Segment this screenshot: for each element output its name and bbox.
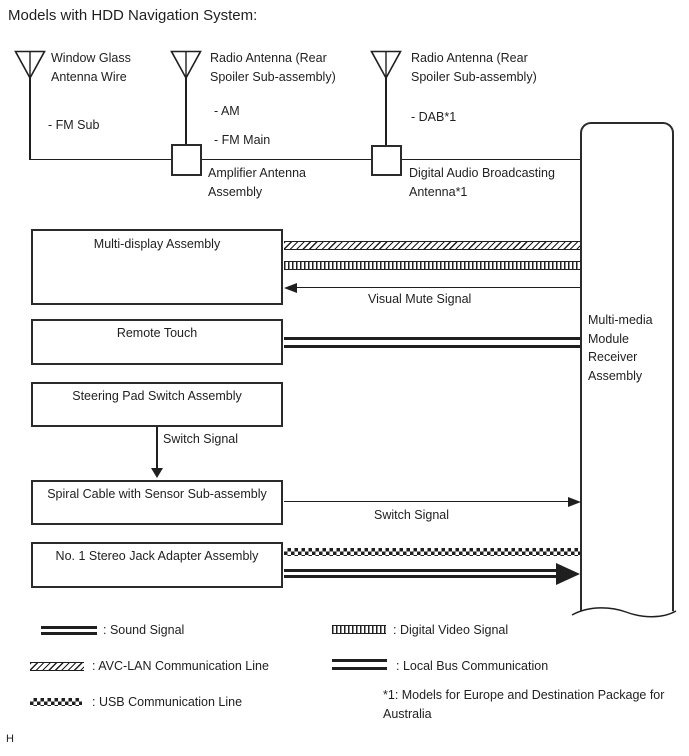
antenna-icon — [14, 50, 46, 80]
antenna3-label: Radio Antenna (Rear Spoiler Sub-assembly… — [411, 51, 537, 84]
switch-signal-down-label: Switch Signal — [163, 432, 239, 446]
antenna2-band-fm: - FM Main — [214, 133, 271, 147]
antenna-icon — [370, 50, 402, 80]
usb-line — [284, 548, 580, 556]
amplifier-antenna-label: Amplifier Antenna Assembly — [208, 166, 306, 199]
legend-digital-video-label: : Digital Video Signal — [393, 623, 509, 637]
footer-mark: H — [6, 733, 14, 745]
switch-signal-down-line — [156, 427, 158, 470]
visual-mute-label: Visual Mute Signal — [368, 292, 472, 306]
legend-avc-lan-swatch — [30, 662, 84, 671]
switch-signal-down-arrowhead — [151, 468, 163, 478]
sound-signal-line — [284, 569, 558, 578]
antenna-icon — [170, 50, 202, 80]
legend-sound-label: : Sound Signal — [103, 623, 185, 637]
steering-pad-box: Steering Pad Switch Assembly — [31, 382, 283, 427]
antenna1-bus-line — [29, 159, 172, 160]
dab-to-receiver-line — [402, 159, 581, 160]
legend-digital-video-swatch — [332, 625, 386, 634]
multi-display-label: Multi-display Assembly — [93, 237, 221, 251]
sound-signal-arrowhead — [556, 563, 580, 585]
antenna1-band: - FM Sub — [48, 118, 100, 132]
switch-signal-right-line — [284, 501, 569, 502]
antenna2-band-am: - AM — [214, 104, 240, 118]
torn-edge — [571, 607, 677, 618]
footnote: *1: Models for Europe and Destination Pa… — [383, 688, 665, 721]
antenna2-feed-line — [185, 78, 187, 144]
visual-mute-line — [294, 287, 580, 288]
visual-mute-arrowhead — [284, 283, 297, 293]
spiral-cable-label: Spiral Cable with Sensor Sub-assembly — [47, 487, 267, 501]
legend-local-bus-swatch — [332, 659, 387, 670]
antenna1-label: Window Glass Antenna Wire — [51, 51, 131, 84]
local-bus-line — [284, 337, 580, 348]
antenna3-feed-line — [385, 78, 387, 145]
dab-antenna-label: Digital Audio Broadcasting Antenna*1 — [409, 166, 555, 199]
antenna3-band-dab: - DAB*1 — [411, 110, 457, 124]
diagram-title: Models with HDD Navigation System: — [8, 7, 258, 24]
digital-video-line — [284, 261, 580, 270]
antenna2-label: Radio Antenna (Rear Spoiler Sub-assembly… — [210, 51, 336, 84]
multi-display-box: Multi-display Assembly — [31, 229, 283, 305]
stereo-jack-label: No. 1 Stereo Jack Adapter Assembly — [55, 549, 259, 563]
legend-usb-swatch — [30, 698, 82, 706]
remote-touch-box: Remote Touch — [31, 319, 283, 365]
legend-avc-lan-label: : AVC-LAN Communication Line — [92, 659, 269, 673]
switch-signal-right-label: Switch Signal — [374, 508, 450, 522]
amp-to-dab-line — [202, 159, 372, 160]
antenna1-feed-line — [29, 78, 31, 160]
remote-touch-label: Remote Touch — [116, 326, 198, 340]
legend-usb-label: : USB Communication Line — [92, 695, 243, 709]
avc-lan-line — [284, 241, 580, 250]
amplifier-antenna-box — [171, 144, 202, 176]
spiral-cable-box: Spiral Cable with Sensor Sub-assembly — [31, 480, 283, 525]
legend-local-bus-label: : Local Bus Communication — [396, 659, 549, 673]
legend-sound-swatch — [41, 626, 97, 635]
dab-antenna-box — [371, 145, 402, 176]
stereo-jack-box: No. 1 Stereo Jack Adapter Assembly — [31, 542, 283, 588]
steering-pad-label: Steering Pad Switch Assembly — [72, 389, 242, 403]
switch-signal-right-arrowhead — [568, 497, 581, 507]
receiver-label: Multi-media Module Receiver Assembly — [588, 313, 653, 383]
receiver-box — [580, 122, 674, 613]
